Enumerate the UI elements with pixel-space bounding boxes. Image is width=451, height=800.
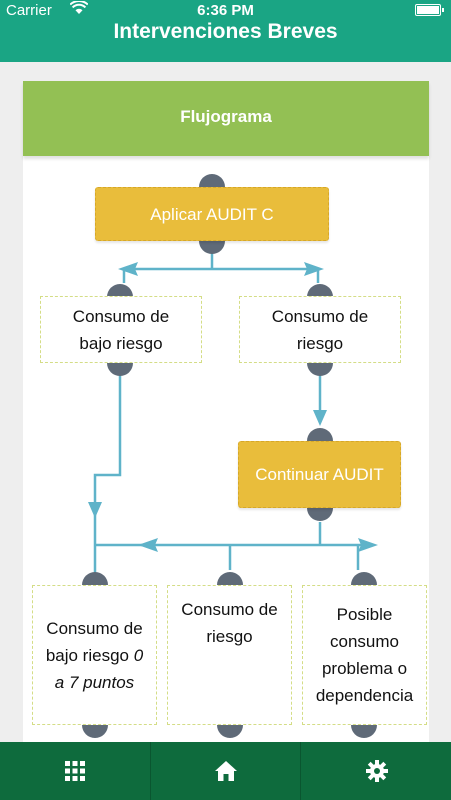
nav-bar: Intervenciones Breves [0,20,451,62]
wifi-icon [69,0,89,19]
page-title: Intervenciones Breves [113,20,338,43]
result-risk-line: Consumo de [181,600,278,619]
node-low-risk[interactable]: Consumo de bajo riesgo [40,296,202,363]
tab-menu[interactable] [0,742,150,800]
home-icon [215,761,237,781]
tab-home[interactable] [150,742,301,800]
node-low-risk-line: bajo riesgo [79,333,163,353]
result-low-risk-score: a 7 puntos [54,672,135,692]
result-dependence-line: consumo [330,632,399,651]
node-risk-line: Consumo de [271,306,369,326]
tab-bar [0,742,451,800]
carrier-label: Carrier [6,2,52,19]
status-bar: Carrier 6:36 PM [0,0,451,20]
result-dependence-line: problema o [321,659,408,678]
result-low-risk-score: 0 [133,645,144,665]
result-dependence-line: Posible [336,605,393,624]
clock-label: 6:36 PM [197,2,254,19]
tab-settings[interactable] [300,742,451,800]
card-header: Flujograma [23,81,429,156]
node-low-risk-line: Consumo de [72,306,170,326]
result-risk[interactable]: Consumo de riesgo [167,585,292,725]
step-apply-audit-c-label: Aplicar AUDIT C [150,204,274,224]
grid-icon [65,761,85,781]
result-low-risk-line: bajo riesgo [45,645,134,665]
node-risk[interactable]: Consumo de riesgo [239,296,401,363]
step-continue-audit-label: Continuar AUDIT [255,465,384,484]
result-dependence-line: dependencia [315,686,414,705]
result-dependence[interactable]: Posible consumo problema o dependencia [302,585,427,725]
node-risk-line: riesgo [296,333,344,353]
gear-icon [365,760,388,782]
result-risk-line: riesgo [206,627,253,646]
result-low-risk[interactable]: Consumo de bajo riesgo 0 a 7 puntos [32,585,157,725]
step-continue-audit[interactable]: Continuar AUDIT [238,441,401,508]
step-apply-audit-c[interactable]: Aplicar AUDIT C [95,187,329,241]
result-low-risk-line: Consumo de [46,618,143,638]
battery-icon [415,4,444,16]
